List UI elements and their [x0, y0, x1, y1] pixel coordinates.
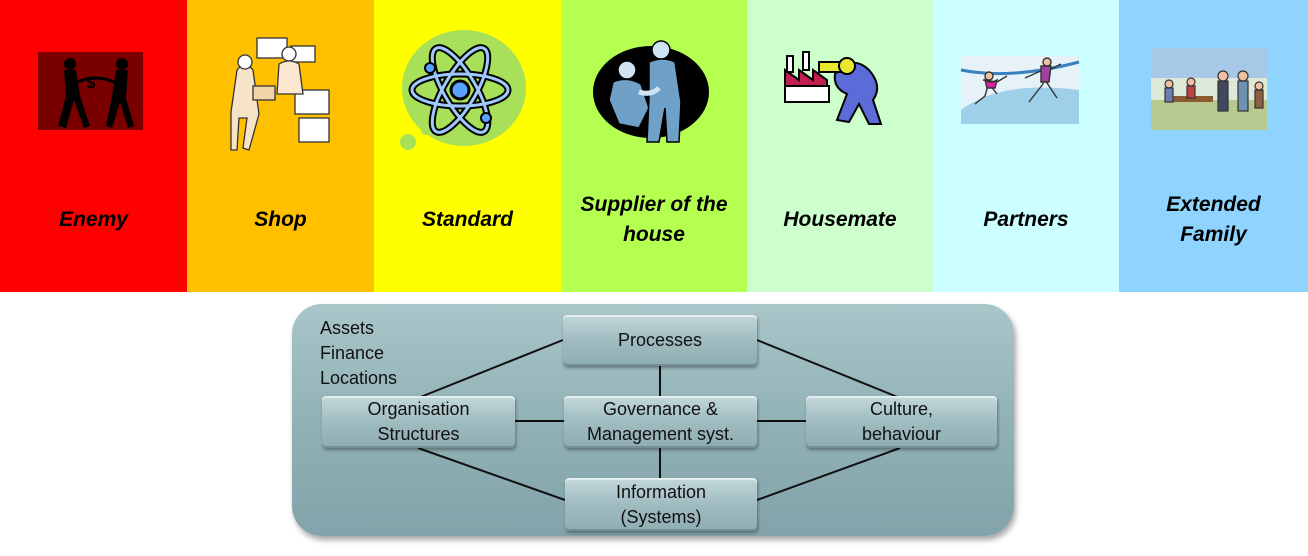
- column-extended-family: Extended Family: [1119, 0, 1308, 292]
- relationship-spectrum: $ Enemy Shop: [0, 0, 1308, 292]
- connector-processes-organisation: [417, 339, 564, 399]
- shopkeeper-customer-icon: [230, 37, 330, 151]
- column-label: Supplier of the house: [580, 193, 728, 246]
- connector-processes-culture: [756, 339, 901, 399]
- column-housemate: Housemate: [747, 0, 933, 292]
- column-standard: Standard: [374, 0, 561, 292]
- family-gathering-icon: [1151, 48, 1267, 130]
- column-label: Extended Family: [1166, 193, 1261, 246]
- column-label: Enemy: [59, 208, 128, 231]
- connector-organisation-information: [417, 447, 566, 501]
- processes-node: Processes: [563, 315, 757, 366]
- organisation-structures-node: Organisation Structures: [322, 396, 515, 448]
- column-label: Standard: [421, 208, 513, 231]
- column-shop: Shop: [187, 0, 374, 292]
- governance-management-node: Governance & Management syst.: [564, 396, 757, 448]
- locations-item: Locations: [320, 368, 398, 388]
- svg-text:$: $: [87, 75, 96, 92]
- column-label: Partners: [983, 208, 1069, 231]
- atom-icon: [400, 30, 526, 150]
- column-supplier: Supplier of the house: [561, 0, 747, 292]
- column-partners: Partners: [933, 0, 1119, 292]
- column-enemy: $ Enemy: [0, 0, 187, 292]
- column-label: Housemate: [783, 208, 897, 231]
- connector-culture-information: [756, 447, 901, 501]
- information-systems-node: Information (Systems): [565, 478, 757, 531]
- column-label: Shop: [254, 208, 307, 231]
- finance-item: Finance: [320, 343, 385, 363]
- tug-of-war-silhouette-icon: $: [38, 52, 143, 130]
- culture-behaviour-node: Culture, behaviour: [806, 396, 997, 448]
- ice-skaters-icon: [960, 56, 1080, 124]
- factory-key-icon: [784, 51, 883, 125]
- handshake-businessmen-icon: [593, 40, 709, 143]
- assets-item: Assets: [320, 318, 375, 338]
- assets-list: Assets Finance Locations: [320, 316, 397, 391]
